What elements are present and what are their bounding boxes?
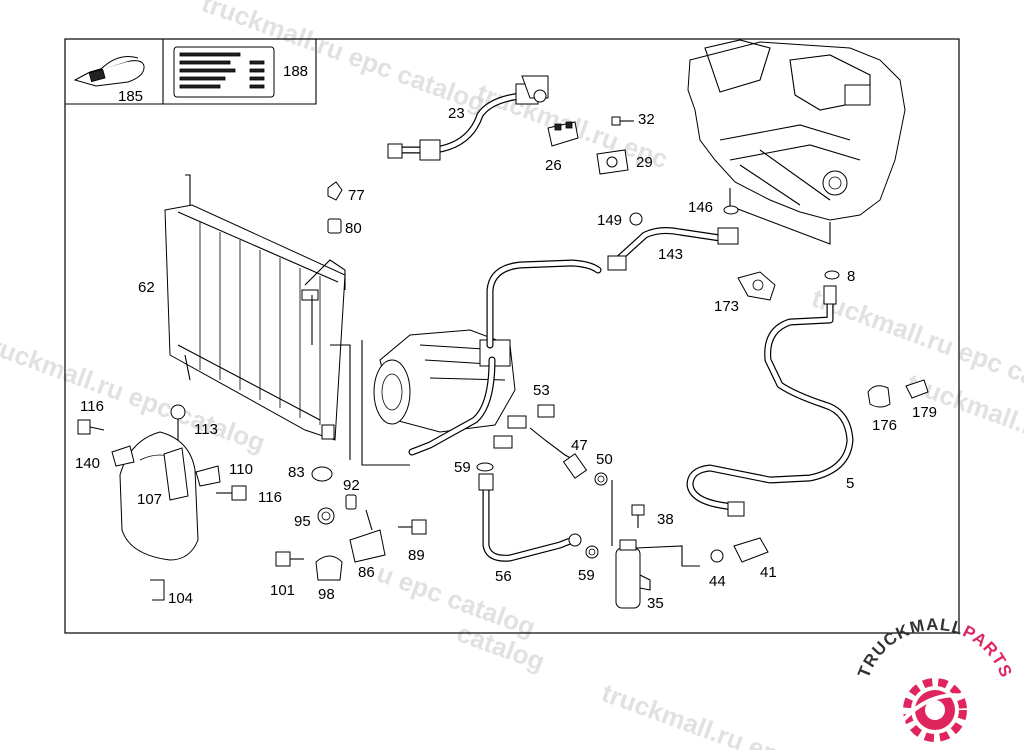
- engine-block: [687, 39, 906, 245]
- inset-box-185[interactable]: [65, 39, 317, 105]
- bracket-173[interactable]: [737, 271, 776, 301]
- label-89: 89: [408, 547, 425, 564]
- mount-98[interactable]: [315, 555, 343, 581]
- grommet-83[interactable]: [311, 466, 333, 482]
- gear-icon: [893, 678, 967, 742]
- bolt-116b[interactable]: [216, 485, 247, 501]
- label-143: 143: [658, 246, 683, 263]
- seal-146[interactable]: [723, 205, 739, 215]
- logo-text: TRUCKMALLPARTS: [854, 615, 1016, 681]
- label-8: 8: [847, 268, 855, 285]
- receiver-dryer-35[interactable]: [611, 480, 700, 609]
- hose-56[interactable]: [478, 473, 582, 562]
- label-185: 185: [118, 88, 143, 105]
- nut-95[interactable]: [317, 507, 335, 525]
- label-53: 53: [533, 382, 550, 399]
- label-92: 92: [343, 477, 360, 494]
- seal-50[interactable]: [594, 472, 608, 486]
- label-41: 41: [760, 564, 777, 581]
- label-29: 29: [636, 154, 653, 171]
- hose-5[interactable]: [686, 285, 854, 517]
- bracket-86[interactable]: [349, 509, 386, 563]
- bracket-110[interactable]: [163, 447, 221, 501]
- sensor-179[interactable]: [905, 379, 929, 399]
- bolt-89[interactable]: [398, 519, 427, 535]
- bolt-116a[interactable]: [77, 419, 105, 435]
- callout-labels: 185 188 23 32 26 29 77 80 146 149 143 8 …: [75, 63, 937, 612]
- label-80: 80: [345, 220, 362, 237]
- label-98: 98: [318, 586, 335, 603]
- label-179: 179: [912, 404, 937, 421]
- label-149: 149: [597, 212, 622, 229]
- suction-hose[interactable]: [408, 259, 602, 456]
- label-83: 83: [288, 464, 305, 481]
- label-59b: 59: [578, 567, 595, 584]
- label-47: 47: [571, 437, 588, 454]
- seal-8[interactable]: [824, 270, 840, 280]
- label-23: 23: [448, 105, 465, 122]
- clip-92[interactable]: [345, 494, 357, 510]
- label-56: 56: [495, 568, 512, 585]
- hose-23[interactable]: [387, 75, 549, 161]
- condenser-62[interactable]: [164, 174, 351, 460]
- label-101: 101: [270, 582, 295, 599]
- bolt-38[interactable]: [631, 504, 645, 528]
- nut-149[interactable]: [629, 212, 643, 226]
- watermark: u epc catalog: [373, 557, 539, 642]
- label-5: 5: [846, 475, 854, 492]
- connector-47-set[interactable]: [493, 415, 588, 479]
- label-77: 77: [348, 187, 365, 204]
- label-113: 113: [194, 421, 218, 438]
- diagram-frame: [64, 38, 960, 634]
- watermark: truckmall.ru epc: [598, 677, 797, 750]
- label-110: 110: [229, 461, 253, 478]
- bracket-104[interactable]: [150, 579, 165, 601]
- label-176: 176: [872, 417, 897, 434]
- hose-143[interactable]: [607, 227, 739, 271]
- label-146: 146: [688, 199, 713, 216]
- bolt-101[interactable]: [275, 551, 304, 567]
- label-104: 104: [168, 590, 193, 607]
- label-116a: 116: [80, 398, 104, 415]
- connector-26[interactable]: [547, 121, 579, 147]
- label-44: 44: [709, 573, 726, 590]
- bolt-113[interactable]: [170, 404, 186, 440]
- switch-41[interactable]: [733, 537, 769, 563]
- connector-53[interactable]: [537, 404, 555, 418]
- label-50: 50: [596, 451, 613, 468]
- label-107: 107: [137, 491, 162, 508]
- label-35: 35: [647, 595, 664, 612]
- seal-44[interactable]: [710, 549, 724, 563]
- label-86: 86: [358, 564, 375, 581]
- bolt-32[interactable]: [611, 116, 634, 126]
- label-62: 62: [138, 279, 155, 296]
- label-plate-188[interactable]: [173, 46, 275, 98]
- label-95: 95: [294, 513, 311, 530]
- label-140: 140: [75, 455, 100, 472]
- label-173: 173: [714, 298, 739, 315]
- label-32: 32: [638, 111, 655, 128]
- clamp-176[interactable]: [867, 385, 891, 408]
- pad-80[interactable]: [327, 218, 342, 234]
- compressor[interactable]: [361, 329, 516, 466]
- label-59a: 59: [454, 459, 471, 476]
- clip-140[interactable]: [111, 445, 135, 467]
- label-188: 188: [283, 63, 308, 80]
- bracket-29[interactable]: [596, 149, 629, 175]
- seal-59a[interactable]: [476, 462, 494, 472]
- clip-77[interactable]: [327, 181, 343, 201]
- label-116b: 116: [258, 489, 282, 506]
- label-38: 38: [657, 511, 674, 528]
- label-26: 26: [545, 157, 562, 174]
- seal-59b[interactable]: [585, 545, 599, 559]
